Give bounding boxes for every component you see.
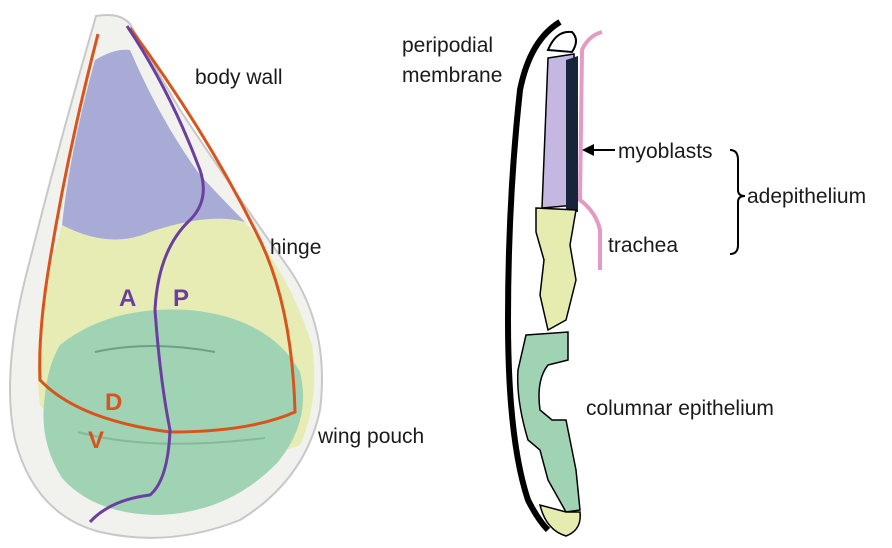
myoblasts-arrow-head [582,144,594,156]
dorsal-label: D [105,389,122,416]
disc-tip [548,32,576,52]
peripodial-label-line1: peripodial [402,34,493,57]
posterior-label: P [173,285,189,312]
adepithelium-label: adepithelium [747,185,866,208]
adepithelium-bracket [730,150,745,254]
columnar-epithelium-label: columnar epithelium [586,397,774,420]
disc-cross-section-panel: peripodial membrane myoblasts adepitheli… [402,22,866,536]
body-wall-label: body wall [195,66,283,89]
columnar-epithelium-region [518,332,580,512]
ventral-label: V [88,427,104,454]
hinge-fold-region [536,208,576,330]
peripodial-label-line2: membrane [402,64,502,87]
trachea-label: trachea [608,234,678,257]
wing-disc-panel: body wall hinge wing pouch A P D V [10,15,424,538]
hinge-label: hinge [270,236,321,259]
myoblasts-label: myoblasts [618,140,713,163]
anterior-label: A [119,285,136,312]
myoblasts-region [566,56,578,212]
wing-pouch-label: wing pouch [317,425,424,448]
